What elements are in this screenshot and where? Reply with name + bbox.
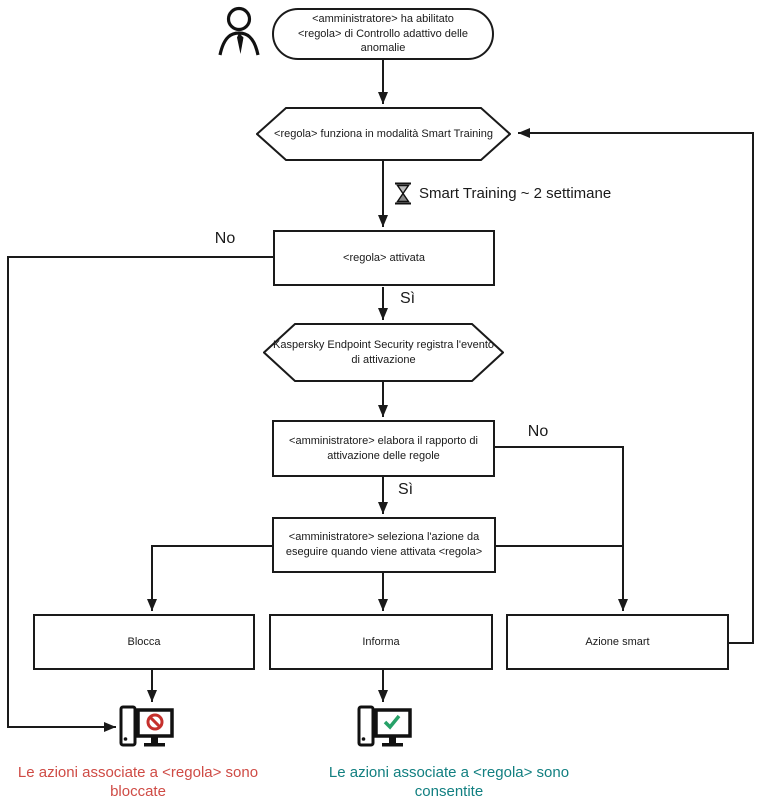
node-start-label: <amministratore> ha abilitato <regola> d… (297, 12, 468, 55)
node-rule-activated-label: <regola> attivata (343, 251, 425, 264)
label-rule-activated-yes: Sì (400, 290, 416, 307)
node-block: Blocca (33, 614, 255, 670)
node-rule-activated: <regola> attivata (273, 230, 495, 286)
node-start: <amministratore> ha abilitato <regola> d… (272, 8, 494, 60)
hexagon-shape (256, 107, 511, 161)
result-blocked-text: Le azioni associate a <regola> sono bloc… (17, 764, 259, 800)
computer-allowed-icon (357, 705, 412, 747)
hourglass-icon (395, 182, 411, 205)
label-process-report-no: No (527, 423, 549, 440)
node-inform: Informa (269, 614, 493, 670)
node-smart-action-label: Azione smart (585, 635, 650, 648)
node-select-action: <amministratore> seleziona l'azione da e… (272, 517, 496, 573)
node-select-action-label: <amministratore> seleziona l'azione da e… (285, 531, 483, 558)
node-smart-action: Azione smart (506, 614, 729, 670)
computer-blocked-icon (119, 705, 174, 747)
node-log-event-label: Kaspersky Endpoint Security registra l'e… (273, 338, 494, 366)
checkmark-icon (383, 714, 401, 730)
node-training-mode-label: <regola> funziona in modalità Smart Trai… (274, 127, 493, 140)
hexagon-shape (263, 323, 504, 382)
label-process-report-yes: Sì (398, 481, 414, 498)
person-icon (218, 6, 260, 56)
result-allowed-text: Le azioni associate a <regola> sono cons… (328, 764, 570, 800)
node-process-report-label: <amministratore> elabora il rapporto di … (289, 434, 478, 462)
prohibition-icon (146, 713, 164, 731)
node-process-report: <amministratore> elabora il rapporto di … (272, 420, 495, 477)
label-rule-activated-no: No (214, 230, 236, 247)
node-block-label: Blocca (127, 635, 161, 648)
node-inform-label: Informa (362, 635, 400, 648)
node-training-mode: <regola> funziona in modalità Smart Trai… (256, 107, 511, 161)
node-log-event: Kaspersky Endpoint Security registra l'e… (263, 323, 504, 382)
training-duration-note: Smart Training ~ 2 settimane (419, 185, 612, 202)
